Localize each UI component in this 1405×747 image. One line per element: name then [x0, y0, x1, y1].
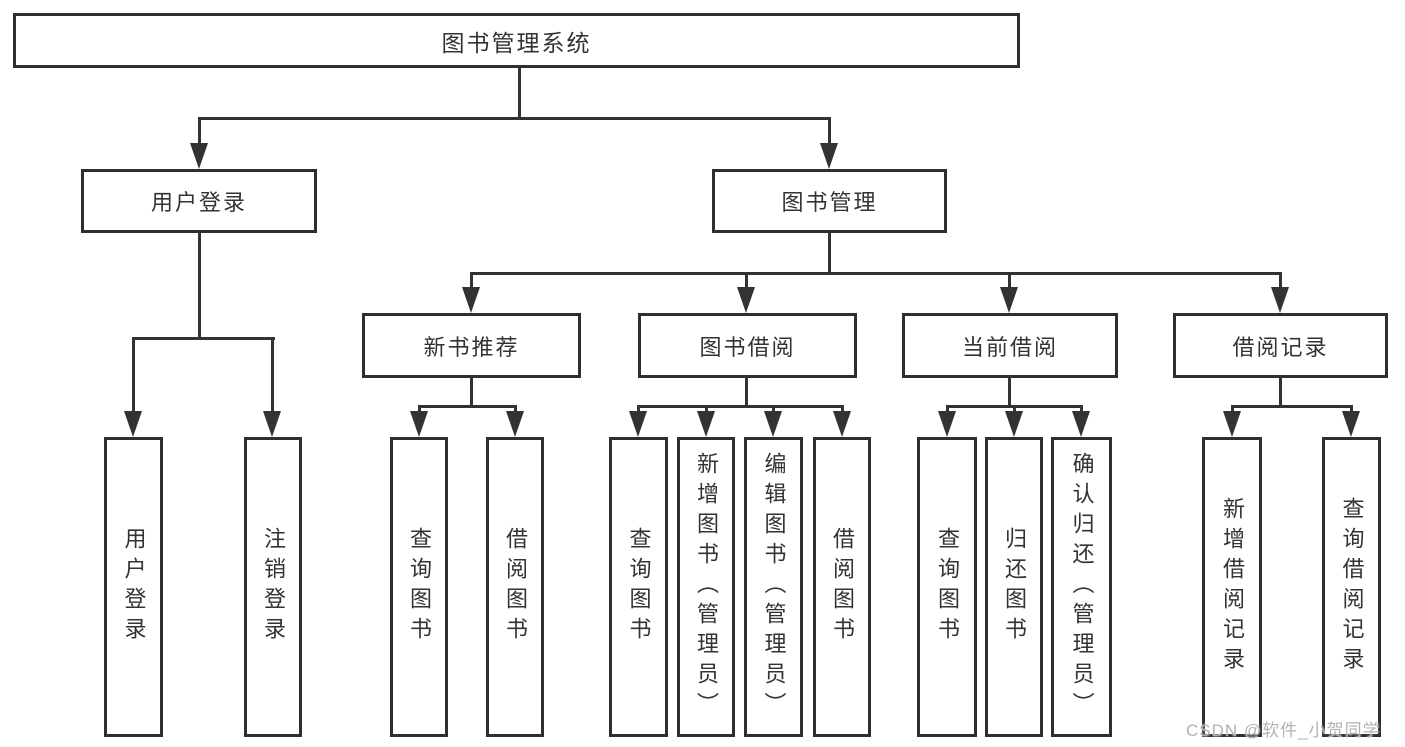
connector-line: [828, 117, 831, 145]
arrow-down-icon: [1000, 287, 1018, 313]
connector-line: [514, 405, 517, 414]
node-label: 图书借阅: [699, 334, 796, 360]
node-label: 查询借阅记录: [1339, 497, 1365, 677]
leaf-edit-book-admin: 编辑图书（管理员）: [744, 437, 803, 737]
node-label: 用户登录: [121, 527, 147, 647]
arrow-down-icon: [506, 411, 524, 437]
node-new-book-recommend: 新书推荐: [362, 313, 581, 378]
node-library-system: 图书管理系统: [13, 13, 1020, 68]
arrow-down-icon: [1223, 411, 1241, 437]
node-label: 借阅图书: [503, 527, 528, 647]
node-label: 编辑图书（管理员）: [761, 452, 787, 722]
connector-line: [518, 66, 521, 119]
connector-line: [637, 405, 640, 414]
connector-line: [1279, 272, 1282, 290]
connector-line: [828, 231, 831, 274]
connector-line: [418, 405, 421, 414]
node-label: 当前借阅: [961, 334, 1058, 360]
connector-line: [198, 231, 201, 339]
connector-line: [418, 405, 517, 408]
leaf-query-books-current: 查询图书: [917, 437, 977, 737]
node-label: 图书管理: [781, 190, 878, 215]
node-label: 借阅记录: [1232, 334, 1329, 360]
leaf-logout: 注销登录: [244, 437, 302, 737]
arrow-down-icon: [124, 411, 142, 437]
connector-line: [1350, 405, 1353, 414]
node-label: 借阅图书: [830, 527, 855, 647]
node-label: 新书推荐: [423, 334, 520, 360]
node-book-management: 图书管理: [712, 169, 947, 233]
leaf-user-login: 用户登录: [104, 437, 163, 737]
connector-line: [705, 405, 708, 414]
connector-line: [271, 337, 274, 413]
leaf-confirm-return-admin: 确认归还（管理员）: [1051, 437, 1112, 737]
node-label: 查询图书: [935, 527, 960, 647]
node-current-borrow: 当前借阅: [902, 313, 1118, 378]
connector-line: [1231, 405, 1353, 408]
arrow-down-icon: [697, 411, 715, 437]
leaf-query-books-recommend: 查询图书: [390, 437, 448, 737]
leaf-query-borrow-record: 查询借阅记录: [1322, 437, 1381, 737]
connector-line: [946, 405, 949, 414]
arrow-down-icon: [1072, 411, 1090, 437]
node-label: 图书管理系统: [441, 29, 592, 56]
connector-line: [1008, 376, 1011, 407]
node-book-borrow: 图书借阅: [638, 313, 857, 378]
connector-line: [198, 117, 201, 145]
arrow-down-icon: [820, 143, 838, 169]
connector-line: [841, 405, 844, 414]
arrow-down-icon: [410, 411, 428, 437]
watermark: CSDN @软件_小贺同学: [1186, 721, 1381, 740]
connector-line: [132, 337, 275, 340]
node-label: 用户登录: [150, 190, 247, 215]
arrow-down-icon: [1271, 287, 1289, 313]
leaf-return-book: 归还图书: [985, 437, 1043, 737]
node-label: 确认归还（管理员）: [1069, 452, 1095, 722]
node-user-login: 用户登录: [81, 169, 317, 233]
arrow-down-icon: [764, 411, 782, 437]
leaf-borrow-books: 借阅图书: [813, 437, 871, 737]
connector-line: [1013, 405, 1016, 414]
connector-line: [745, 376, 748, 407]
leaf-add-borrow-record: 新增借阅记录: [1202, 437, 1262, 737]
node-label: 新增图书（管理员）: [694, 452, 719, 722]
connector-line: [470, 272, 1282, 275]
connector-line: [637, 405, 844, 408]
connector-line: [470, 376, 473, 407]
arrow-down-icon: [1342, 411, 1360, 437]
connector-line: [132, 337, 135, 413]
connector-line: [198, 117, 831, 120]
arrow-down-icon: [462, 287, 480, 313]
connector-line: [1231, 405, 1234, 414]
leaf-borrow-books-recommend: 借阅图书: [486, 437, 544, 737]
node-borrow-records: 借阅记录: [1173, 313, 1388, 378]
node-label: 查询图书: [407, 527, 432, 647]
connector-line: [1008, 272, 1011, 290]
connector-line: [470, 272, 473, 290]
node-label: 注销登录: [261, 527, 286, 647]
connector-line: [1279, 376, 1282, 407]
leaf-query-books-borrow: 查询图书: [609, 437, 668, 737]
arrow-down-icon: [190, 143, 208, 169]
arrow-down-icon: [833, 411, 851, 437]
connector-line: [745, 272, 748, 290]
node-label: 归还图书: [1002, 527, 1027, 647]
arrow-down-icon: [629, 411, 647, 437]
node-label: 新增借阅记录: [1220, 497, 1245, 677]
arrow-down-icon: [263, 411, 281, 437]
connector-line: [1080, 405, 1083, 414]
arrow-down-icon: [1005, 411, 1023, 437]
connector-line: [772, 405, 775, 414]
arrow-down-icon: [737, 287, 755, 313]
leaf-add-book-admin: 新增图书（管理员）: [677, 437, 735, 737]
arrow-down-icon: [938, 411, 956, 437]
node-label: 查询图书: [626, 527, 652, 647]
